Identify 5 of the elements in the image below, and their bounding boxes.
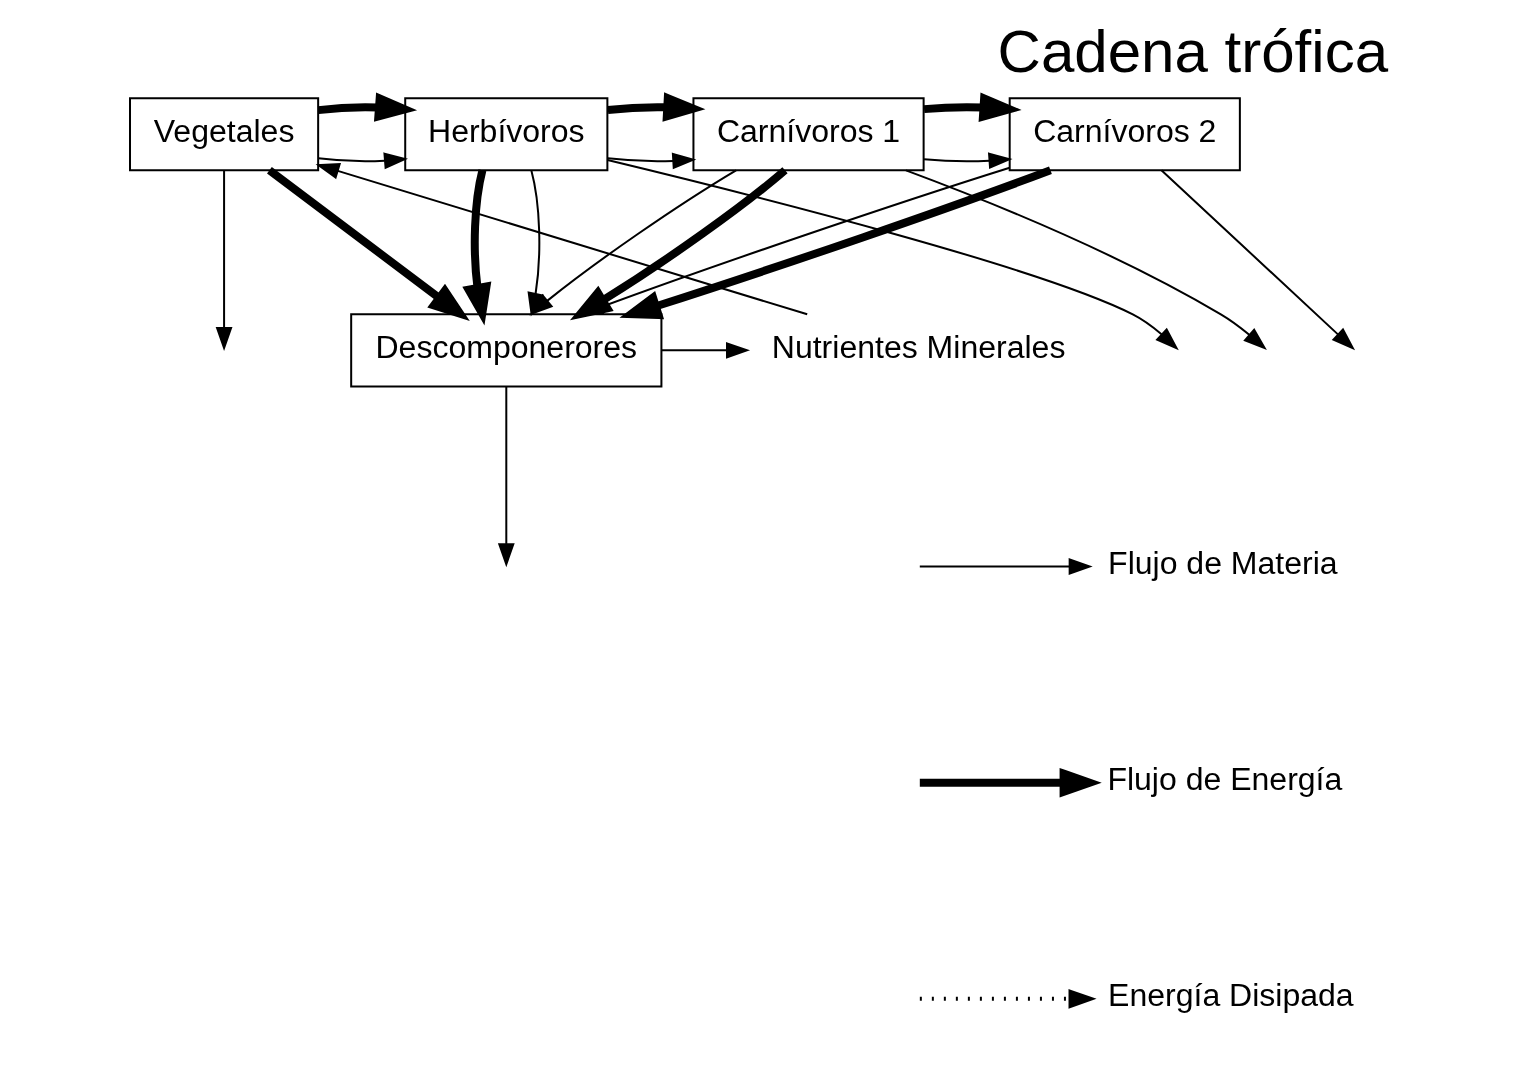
legend-label: Flujo de Energía (1107, 761, 1343, 798)
legend-label: Flujo de Materia (1108, 545, 1338, 582)
node-text: Nutrientes Minerales (771, 328, 1066, 365)
legend-label: Energía Disipada (1108, 977, 1354, 1014)
diagram-title: Cadena trófica (997, 18, 1389, 86)
